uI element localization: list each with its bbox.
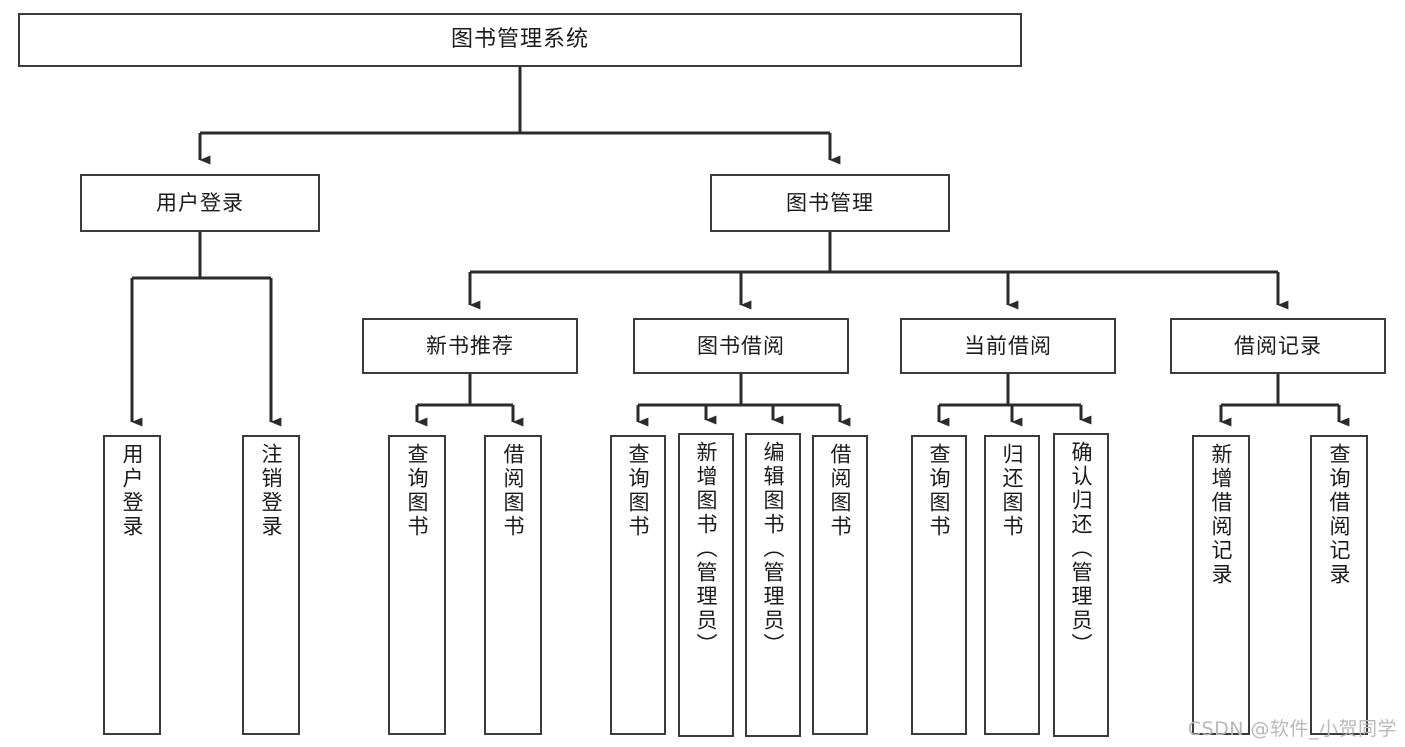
node-label: 借阅图书: [501, 443, 526, 539]
node-label: 图书借阅: [697, 333, 785, 358]
node-leaf-borrow-query-book[interactable]: 查询图书: [610, 435, 666, 735]
node-label: 图书管理系统: [450, 27, 589, 53]
node-book-borrow[interactable]: 图书借阅: [633, 318, 849, 374]
node-user-login[interactable]: 用户登录: [80, 174, 320, 232]
node-leaf-borrow-edit-book[interactable]: 编辑图书（管理员）: [745, 433, 801, 737]
watermark-csdn: CSDN @软件_小贺同学: [1187, 718, 1397, 740]
node-label: 查询图书: [405, 443, 430, 539]
node-label: 查询图书: [626, 443, 651, 539]
node-leaf-borrow-borrow-book[interactable]: 借阅图书: [812, 435, 868, 735]
node-leaf-borrow-add-book[interactable]: 新增图书（管理员）: [678, 433, 734, 737]
node-label: 新增图书（管理员）: [694, 441, 719, 657]
node-book-manage[interactable]: 图书管理: [710, 174, 950, 232]
node-label: 新书推荐: [426, 333, 514, 358]
node-label: 图书管理: [786, 190, 874, 215]
node-label: 归还图书: [1000, 443, 1025, 539]
node-leaf-current-confirm-return[interactable]: 确认归还（管理员）: [1053, 433, 1109, 737]
node-leaf-record-add-record[interactable]: 新增借阅记录: [1192, 435, 1250, 735]
node-leaf-user-login[interactable]: 用户登录: [103, 435, 161, 735]
node-label: 确认归还（管理员）: [1069, 441, 1094, 657]
node-label: 编辑图书（管理员）: [761, 441, 786, 657]
node-leaf-current-query-book[interactable]: 查询图书: [911, 435, 967, 735]
node-label: 查询借阅记录: [1327, 443, 1352, 587]
node-label: 查询图书: [927, 443, 952, 539]
node-leaf-record-query-record[interactable]: 查询借阅记录: [1310, 435, 1368, 735]
node-leaf-current-return-book[interactable]: 归还图书: [984, 435, 1040, 735]
node-label: 注销登录: [259, 443, 284, 539]
node-label: 新增借阅记录: [1209, 443, 1234, 587]
node-leaf-recommend-query-book[interactable]: 查询图书: [388, 435, 446, 735]
node-label: 借阅记录: [1234, 333, 1322, 358]
node-label: 借阅图书: [828, 443, 853, 539]
node-label: 当前借阅: [964, 333, 1052, 358]
node-label: 用户登录: [120, 443, 145, 539]
node-leaf-logout[interactable]: 注销登录: [242, 435, 300, 735]
node-leaf-recommend-borrow-book[interactable]: 借阅图书: [484, 435, 542, 735]
node-root-图书管理系统[interactable]: 图书管理系统: [18, 13, 1022, 67]
node-label: 用户登录: [156, 190, 244, 215]
node-current-borrow[interactable]: 当前借阅: [900, 318, 1116, 374]
node-new-book-recommend[interactable]: 新书推荐: [362, 318, 578, 374]
node-borrow-record[interactable]: 借阅记录: [1170, 318, 1386, 374]
